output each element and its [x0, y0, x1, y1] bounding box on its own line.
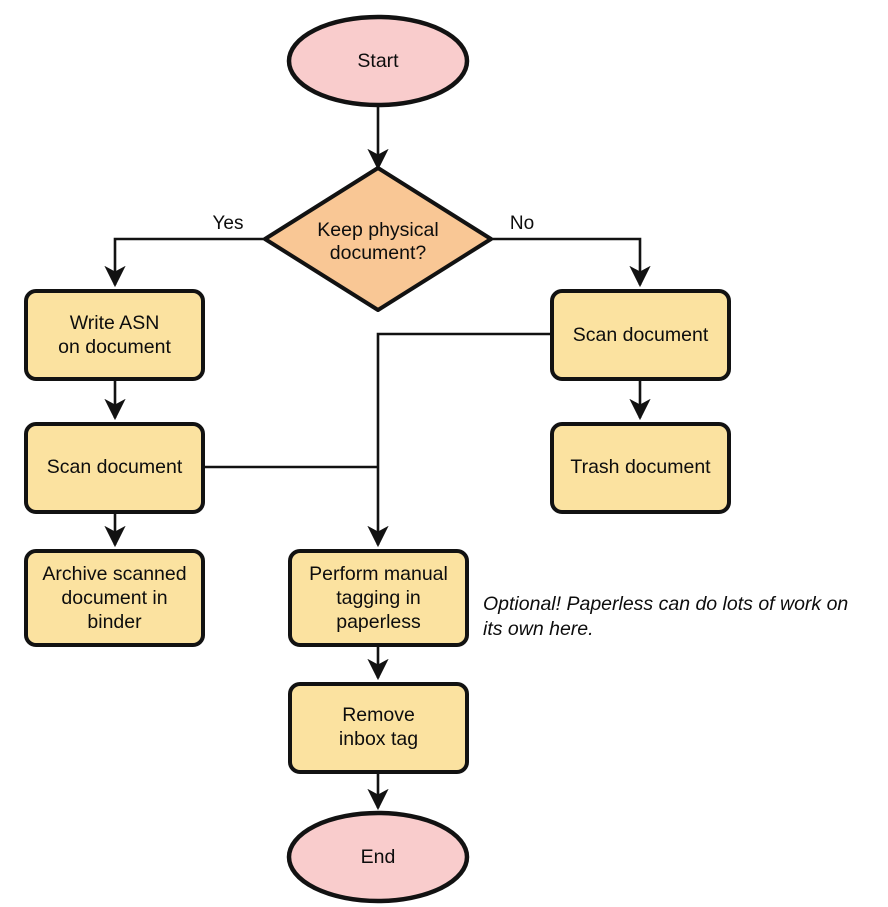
tagging-label-line2: tagging in — [336, 587, 421, 609]
node-remove-inbox-tag[interactable]: Remove inbox tag — [288, 682, 469, 774]
decision-diamond — [263, 166, 493, 312]
node-archive-scanned-document-in-binder[interactable]: Archive scanned document in binder — [24, 549, 205, 647]
node-end[interactable]: End — [286, 810, 470, 904]
archive-label-line2: document in — [61, 587, 167, 609]
scan-document-right-label: Scan document — [573, 324, 709, 346]
edge-label-yes: Yes — [213, 213, 244, 234]
decision-label-line1: Keep physical — [317, 219, 438, 241]
decision-label-line2: document? — [330, 242, 427, 264]
edge-decision-no-to-scan-right — [491, 237, 651, 288]
end-label: End — [361, 846, 396, 868]
node-decision-keep-physical-document[interactable]: Keep physical document? — [263, 166, 493, 312]
remove-inbox-tag-box — [288, 682, 469, 774]
tagging-label-line3: paperless — [336, 611, 421, 633]
trash-document-label: Trash document — [570, 456, 711, 478]
node-start[interactable]: Start — [286, 14, 470, 108]
archive-label-line1: Archive scanned — [42, 563, 186, 585]
tagging-label-line1: Perform manual — [309, 563, 448, 585]
write-asn-label-line2: on document — [58, 336, 171, 358]
start-ellipse — [286, 14, 470, 108]
start-label: Start — [357, 50, 399, 72]
trash-document-box — [550, 422, 731, 514]
remove-inbox-tag-label-line2: inbox tag — [339, 728, 418, 750]
archive-box — [24, 549, 205, 647]
scan-document-left-box — [24, 422, 205, 514]
edge-scan-right-to-tagging — [367, 332, 552, 548]
scan-document-left-label: Scan document — [47, 456, 183, 478]
edge-label-no: No — [510, 213, 534, 234]
node-scan-document-left[interactable]: Scan document — [24, 422, 205, 514]
annotation-line2: its own here. — [483, 618, 594, 640]
node-trash-document[interactable]: Trash document — [550, 422, 731, 514]
write-asn-box — [24, 289, 205, 381]
scan-document-right-box — [550, 289, 731, 381]
end-ellipse — [286, 810, 470, 904]
archive-label-line3: binder — [87, 611, 142, 633]
node-perform-manual-tagging[interactable]: Perform manual tagging in paperless — [288, 549, 469, 647]
annotation-note: Optional! Paperless can do lots of work … — [483, 593, 848, 640]
tagging-box — [288, 549, 469, 647]
remove-inbox-tag-label-line1: Remove — [342, 704, 415, 726]
node-scan-document-right[interactable]: Scan document — [550, 289, 731, 381]
node-write-asn-on-document[interactable]: Write ASN on document — [24, 289, 205, 381]
write-asn-label-line1: Write ASN — [70, 312, 160, 334]
annotation-line1: Optional! Paperless can do lots of work … — [483, 593, 848, 615]
edge-decision-yes-to-write-asn — [104, 237, 265, 288]
